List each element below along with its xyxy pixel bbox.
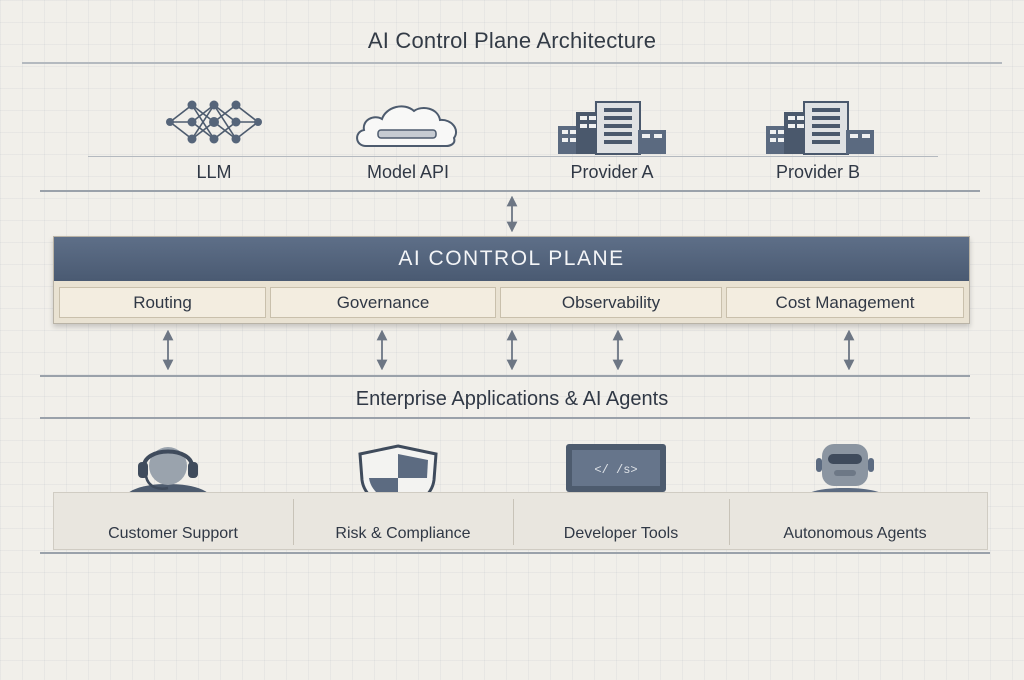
provider-layer-divider [40,190,980,192]
buildings-icon [766,101,874,155]
module-cost-management: Cost Management [726,287,964,318]
cloud-icon [356,105,458,147]
app-customer-support: Customer Support [108,525,238,542]
buildings-icon [558,101,666,155]
provider-label-model-api: Model API [366,162,450,182]
app-risk-compliance: Risk & Compliance [335,525,471,542]
app-autonomous-agents: Autonomous Agents [783,525,927,542]
module-routing: Routing [59,287,266,318]
control-plane-title: AI CONTROL PLANE [54,237,969,281]
app-divider [513,499,514,545]
apps-section-title: Enterprise Applications & AI Agents [355,388,669,410]
module-governance: Governance [270,287,496,318]
apps-strip: Customer Support Risk & Compliance Devel… [53,492,988,550]
provider-label-provider-b: Provider B [775,162,861,182]
neural-network-icon [166,100,262,144]
control-plane-panel: AI CONTROL PLANE Routing Governance Obse… [53,236,970,324]
connector-arrow [506,330,518,370]
connector-arrow [506,196,518,232]
provider-icon-baseline [88,156,938,157]
app-divider [729,499,730,545]
app-divider [293,499,294,545]
module-observability: Observability [500,287,722,318]
provider-label-llm: LLM [196,162,232,182]
provider-label-provider-a: Provider A [570,162,654,182]
diagram-title: AI Control Plane Architecture [367,28,657,53]
apps-top-divider [40,375,970,377]
title-divider [22,62,1002,64]
apps-bottom-divider [40,552,990,554]
laptop-screen-code: </ /s> [594,463,637,477]
apps-title-divider [40,417,970,419]
connector-arrow [162,330,174,370]
connector-arrow [376,330,388,370]
connector-arrow [843,330,855,370]
app-developer-tools: Developer Tools [563,525,679,542]
connector-arrow [612,330,624,370]
